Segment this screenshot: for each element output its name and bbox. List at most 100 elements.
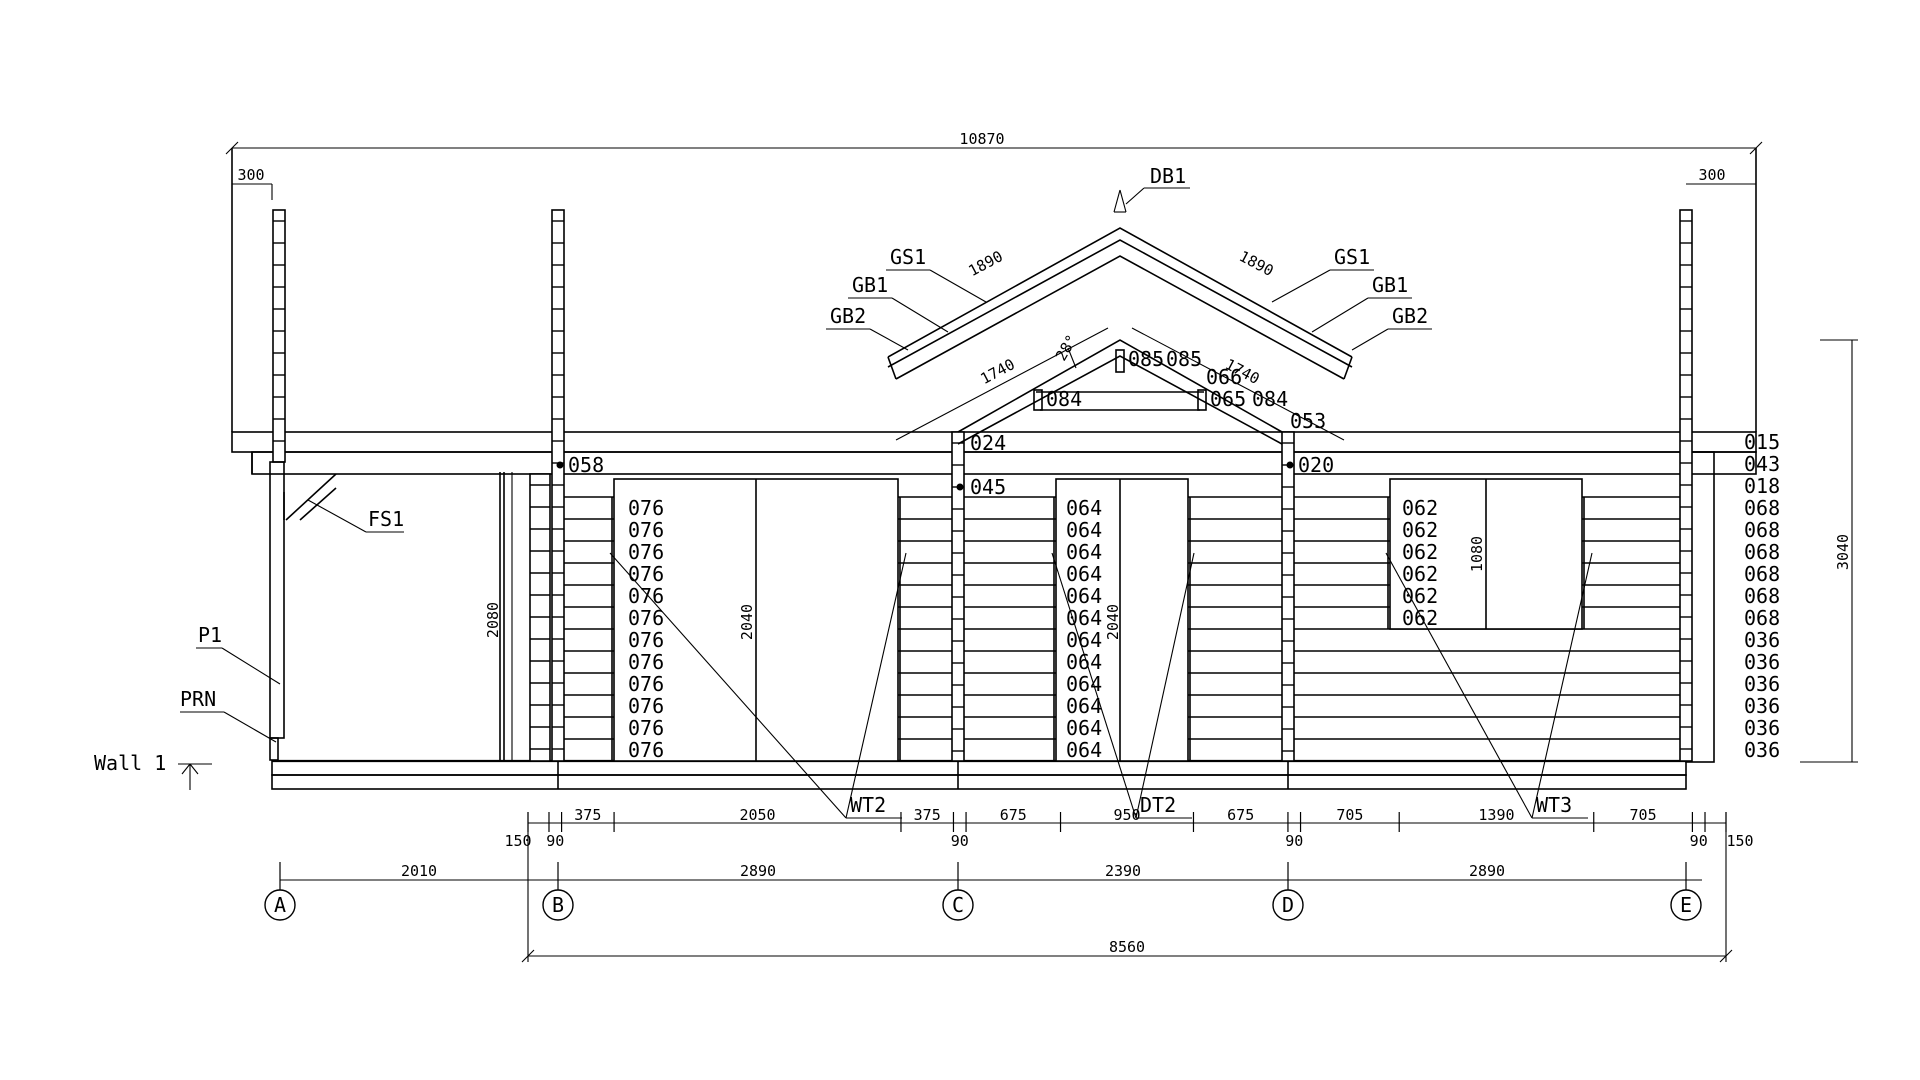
opening-log-w1-9: 076	[628, 694, 664, 718]
segment-dim-11: 1390	[1478, 806, 1514, 824]
opening-log-labels: 0760760760760760760760760760760760760640…	[628, 496, 1438, 762]
segment-dim-9: 90	[1285, 832, 1303, 850]
dim-wall-length: 8560	[1109, 938, 1145, 956]
log-stack-1	[551, 209, 565, 762]
grid-bubble-E	[1670, 889, 1702, 921]
grid-span-1: 2890	[740, 862, 776, 880]
opening-log-w2-4: 064	[1066, 584, 1102, 608]
log-084-left: 084	[1046, 387, 1082, 411]
course-label-13: 036	[1744, 716, 1780, 740]
opening-log-w1-6: 076	[628, 628, 664, 652]
dim-height: 3040	[1800, 339, 1858, 763]
course-label-5: 068	[1744, 540, 1780, 564]
label-prn: PRN	[180, 687, 216, 711]
opening-log-w2-1: 064	[1066, 518, 1102, 542]
opening-log-w1-10: 076	[628, 716, 664, 740]
opening-log-w2-11: 064	[1066, 738, 1102, 762]
grid-bubble-C	[942, 889, 974, 921]
dim-roof-width: 10870	[225, 130, 1763, 155]
course-label-12: 036	[1744, 694, 1780, 718]
label-gb1-right: GB1	[1372, 273, 1408, 297]
opening-log-w1-2: 076	[628, 540, 664, 564]
course-label-10: 036	[1744, 650, 1780, 674]
opening-log-w3-2: 062	[1402, 540, 1438, 564]
dim-wt2-height: 2040	[738, 604, 756, 640]
opening-log-w1-8: 076	[628, 672, 664, 696]
grid-label-C: C	[952, 893, 964, 917]
gable-roof	[887, 189, 1353, 380]
course-label-8: 068	[1744, 606, 1780, 630]
opening-log-w3-0: 062	[1402, 496, 1438, 520]
dim-roof-width-label: 10870	[959, 130, 1004, 148]
segment-dim-4: 375	[914, 806, 941, 824]
opening-log-w2-0: 064	[1066, 496, 1102, 520]
course-label-6: 068	[1744, 562, 1780, 586]
opening-dt2	[1053, 478, 1191, 762]
labels: Wall 1 FS1 P1 PRN DB1 GS1 GB1 GB2 GS1 GB…	[94, 164, 1593, 819]
course-label-14: 036	[1744, 738, 1780, 762]
label-gs1-left: GS1	[890, 245, 926, 269]
dim-slope-left: 1890	[965, 247, 1005, 280]
segment-dim-3: 2050	[739, 806, 775, 824]
opening-log-w2-10: 064	[1066, 716, 1102, 740]
log-stack-5	[529, 473, 551, 762]
dim-wt3-height: 1080	[1468, 536, 1486, 572]
segment-dim-2: 375	[574, 806, 601, 824]
wall-label: Wall 1	[94, 751, 166, 775]
opening-log-w1-7: 076	[628, 650, 664, 674]
dim-slope-right: 1890	[1236, 247, 1276, 280]
opening-log-w2-8: 064	[1066, 672, 1102, 696]
course-label-7: 068	[1744, 584, 1780, 608]
log-stack-4	[1679, 209, 1693, 762]
grid-span-0: 2010	[401, 862, 437, 880]
opening-log-w2-7: 064	[1066, 650, 1102, 674]
log-stack-3	[1281, 431, 1295, 762]
opening-log-w2-9: 064	[1066, 694, 1102, 718]
log-085-b: 085	[1166, 347, 1202, 371]
course-label-1: 043	[1744, 452, 1780, 476]
dim-height-label: 3040	[1834, 534, 1852, 570]
log-085-a: 085	[1128, 347, 1164, 371]
log-020: 020	[1298, 453, 1334, 477]
tag-dt2: DT2	[1140, 793, 1176, 817]
opening-wt2	[611, 478, 901, 762]
log-045: 045	[970, 475, 1006, 499]
dim-overhang-right: 300	[1686, 166, 1756, 185]
opening-log-w3-4: 062	[1402, 584, 1438, 608]
course-label-4: 068	[1744, 518, 1780, 542]
opening-log-w2-5: 064	[1066, 606, 1102, 630]
course-label-11: 036	[1744, 672, 1780, 696]
porch-opening	[499, 472, 513, 761]
segment-dim-6: 675	[1000, 806, 1027, 824]
grid-bubble-B	[542, 889, 574, 921]
log-stack-0	[272, 209, 286, 463]
opening-log-w1-1: 076	[628, 518, 664, 542]
opening-log-w3-3: 062	[1402, 562, 1438, 586]
opening-log-w1-5: 076	[628, 606, 664, 630]
log-stack-2	[951, 431, 965, 762]
opening-log-w2-3: 064	[1066, 562, 1102, 586]
course-labels-right: 0150430180680680680680680680360360360360…	[1744, 430, 1780, 762]
gable-wall	[895, 327, 1345, 445]
label-gb2-left: GB2	[830, 304, 866, 328]
label-gs1-right: GS1	[1334, 245, 1370, 269]
grid-bubble-A	[264, 889, 296, 921]
course-label-0: 015	[1744, 430, 1780, 454]
dim-overhang-left: 300	[232, 166, 273, 200]
log-058: 058	[568, 453, 604, 477]
opening-log-w3-1: 062	[1402, 518, 1438, 542]
opening-wt3	[1387, 478, 1585, 630]
opening-log-w1-3: 076	[628, 562, 664, 586]
tag-wt2: WT2	[850, 793, 886, 817]
dim-overhang-left-label: 300	[237, 166, 264, 184]
floor-plates	[271, 759, 1687, 790]
opening-log-w2-2: 064	[1066, 540, 1102, 564]
opening-log-w1-0: 076	[628, 496, 664, 520]
segment-dim-14: 150	[1726, 832, 1753, 850]
opening-log-w3-5: 062	[1402, 606, 1438, 630]
dim-overhang-right-label: 300	[1698, 166, 1725, 184]
segment-dim-5: 90	[951, 832, 969, 850]
